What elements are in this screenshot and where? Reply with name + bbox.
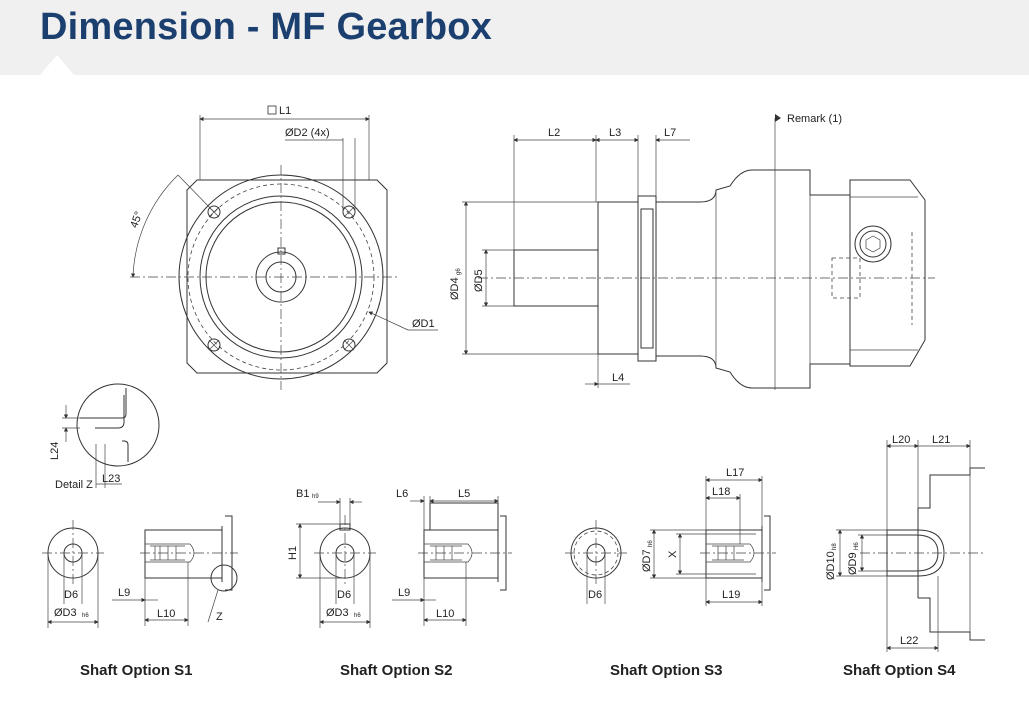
s4-caption: Shaft Option S4 xyxy=(843,662,956,679)
s1-d6: D6 xyxy=(64,589,78,601)
s3-d7: ØD7 xyxy=(641,549,653,572)
header-band: Dimension - MF Gearbox xyxy=(0,0,1029,75)
s2-d6: D6 xyxy=(337,589,351,601)
side-view: L2 L3 L7 Remark (1) L4 ØD4 g6 ØD5 xyxy=(449,113,935,390)
s2-h1: H1 xyxy=(287,546,299,560)
dim-l2: L2 xyxy=(548,127,560,139)
header-notch xyxy=(40,55,74,75)
shaft-option-s1: D6 ØD3 h6 L9 L10 Z Shaft Option S1 xyxy=(42,515,238,679)
s2-l10: L10 xyxy=(436,608,454,620)
dim-l24: L24 xyxy=(49,442,61,460)
s4-l22: L22 xyxy=(900,635,918,647)
s3-d6: D6 xyxy=(588,589,602,601)
s2-l6: L6 xyxy=(396,488,408,500)
s2-l5: L5 xyxy=(458,488,470,500)
dim-l7: L7 xyxy=(664,127,676,139)
s3-x: X xyxy=(667,550,679,558)
page-title: Dimension - MF Gearbox xyxy=(40,6,493,48)
dim-l1: L1 xyxy=(279,105,291,117)
shaft-option-s2: B1 h9 H1 D6 ØD3 h6 L6 L5 L xyxy=(287,488,512,679)
s4-l21: L21 xyxy=(932,434,950,446)
s1-d3: ØD3 xyxy=(54,607,77,619)
s3-caption: Shaft Option S3 xyxy=(610,662,723,679)
s2-d3-tol: h6 xyxy=(354,613,361,619)
bolt-holes xyxy=(207,205,356,352)
detail-z-caption: Detail Z xyxy=(55,479,93,491)
s3-l18: L18 xyxy=(712,486,730,498)
dim-l3: L3 xyxy=(609,127,621,139)
dim-d1: ØD1 xyxy=(412,318,435,330)
s1-z: Z xyxy=(216,611,223,623)
s2-caption: Shaft Option S2 xyxy=(340,662,453,679)
s4-d9: ØD9 xyxy=(847,552,859,575)
shaft-option-s3: D6 ØD7 h6 X L17 L18 L19 Shaft Option xyxy=(565,467,776,679)
s4-d10: ØD10 xyxy=(825,551,837,580)
s1-l9: L9 xyxy=(118,587,130,599)
s2-b1-tol: h9 xyxy=(312,494,319,500)
s4-l20: L20 xyxy=(892,434,910,446)
s3-l17: L17 xyxy=(726,467,744,479)
s2-d3: ØD3 xyxy=(326,607,349,619)
dim-d5: ØD5 xyxy=(473,269,485,292)
detail-z: L24 L23 Detail Z xyxy=(49,383,160,491)
s3-l19: L19 xyxy=(722,589,740,601)
dim-d2: ØD2 (4x) xyxy=(285,127,330,139)
dim-d4: ØD4 xyxy=(449,277,461,300)
s1-caption: Shaft Option S1 xyxy=(80,662,193,679)
shaft-option-s4: L20 L21 L22 ØD10 h8 ØD9 H6 Shaft Option … xyxy=(825,434,985,679)
s2-b1: B1 xyxy=(296,488,309,500)
remark-label: Remark (1) xyxy=(787,113,842,125)
s3-d7-tol: h6 xyxy=(648,540,654,547)
dim-d4-tol: g6 xyxy=(456,268,462,275)
dim-angle: 45° xyxy=(128,210,145,230)
dim-l23: L23 xyxy=(102,473,120,485)
s1-d3-tol: h6 xyxy=(82,613,89,619)
s4-d10-tol: h8 xyxy=(832,543,838,550)
s1-l10: L10 xyxy=(157,608,175,620)
dim-l4: L4 xyxy=(612,372,624,384)
front-view: L1 ØD2 (4x) 45° ØD1 xyxy=(128,105,438,390)
s4-d9-tol: H6 xyxy=(854,542,860,550)
s2-l9: L9 xyxy=(398,587,410,599)
